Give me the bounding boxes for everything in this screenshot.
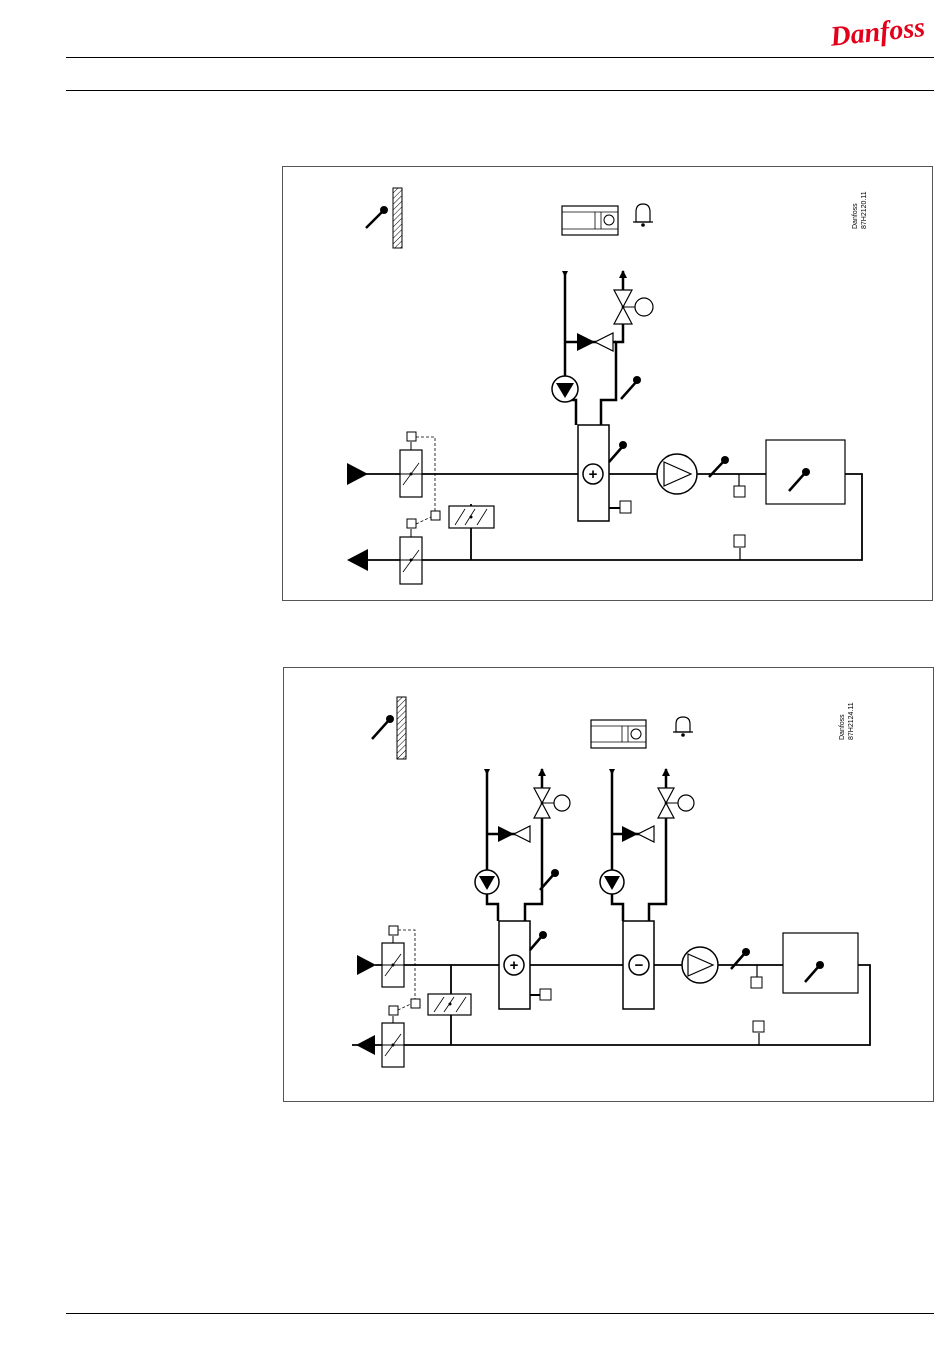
cooling-coil-icon: − (623, 921, 654, 1009)
header-rule-bottom (66, 90, 934, 91)
damper-icon (400, 519, 422, 584)
danfoss-logo: Danfoss (826, 8, 946, 52)
diagram-2-doc-label: Danfoss (839, 714, 846, 740)
room-icon (783, 933, 858, 993)
check-valve-icon (498, 826, 530, 842)
damper-icon (400, 432, 422, 497)
frost-thermostat-icon (609, 501, 631, 513)
heating-water-circuit (565, 271, 623, 425)
damper-icon (382, 1006, 404, 1067)
check-valve-icon (622, 826, 654, 842)
return-arrow-icon (538, 768, 546, 776)
diagram-1-drawing: Danfoss 87H2120.11 (283, 167, 932, 600)
pump-icon (600, 870, 624, 894)
motorized-valve-icon (614, 290, 653, 324)
danfoss-logo-text: Danfoss (828, 12, 927, 52)
diagram-2-drawing: Danfoss 87H2124.11 (284, 668, 933, 1101)
motorized-valve-icon (658, 788, 694, 818)
diagram-2-frame: Danfoss 87H2124.11 (283, 667, 934, 1102)
cooling-coil-symbol: − (635, 957, 644, 974)
damper-actuator-icon (411, 999, 420, 1008)
footer-rule (66, 1313, 934, 1314)
alarm-bell-icon (633, 204, 653, 227)
return-arrow-icon (662, 768, 670, 776)
diagram-1-doc-label: Danfoss (852, 203, 859, 229)
pump-icon (475, 870, 499, 894)
heating-coil-symbol: + (589, 466, 598, 483)
pressure-switch-icon (734, 535, 745, 560)
diagram-1-frame: Danfoss 87H2120.11 (282, 166, 933, 601)
water-temp-sensor-icon (621, 376, 641, 399)
heat-recovery-icon (449, 506, 494, 528)
exhaust-air-outlet-arrow-icon (347, 549, 368, 571)
check-valve-icon (577, 333, 613, 351)
heating-water-circuit (487, 769, 542, 921)
heating-coil-icon: + (578, 425, 609, 521)
supply-arrow-icon (609, 769, 615, 775)
pressure-switch-icon (753, 1021, 764, 1045)
pressure-switch-icon (751, 965, 762, 988)
frost-sensor-icon (530, 931, 547, 950)
header-rule-top (66, 57, 934, 58)
heating-coil-symbol: + (510, 957, 519, 974)
heating-coil-icon: + (499, 921, 530, 1009)
outdoor-sensor-icon (366, 188, 402, 248)
pressure-switch-icon (734, 474, 745, 497)
damper-icon (382, 926, 404, 987)
damper-actuator-icon (431, 511, 440, 520)
frost-sensor-icon (609, 441, 627, 462)
supply-arrow-icon (562, 271, 568, 277)
supply-arrow-icon (484, 769, 490, 775)
fresh-air-inlet-arrow-icon (347, 463, 368, 485)
cooling-water-circuit (612, 769, 666, 921)
outdoor-sensor-icon (372, 697, 406, 759)
diagram-2-doc-code: 87H2124.11 (848, 702, 855, 740)
pump-icon (552, 376, 578, 402)
return-arrow-icon (619, 270, 627, 278)
fan-icon (657, 454, 697, 494)
fan-icon (682, 947, 718, 983)
motorized-valve-icon (534, 788, 570, 818)
controller-icon (562, 206, 618, 235)
controller-icon (591, 720, 646, 748)
heat-recovery-icon (428, 994, 471, 1015)
diagram-1-doc-code: 87H2120.11 (861, 191, 868, 229)
alarm-bell-icon (673, 717, 693, 737)
fresh-air-inlet-arrow-icon (357, 955, 376, 975)
frost-thermostat-icon (530, 989, 551, 1000)
room-icon (766, 440, 845, 504)
